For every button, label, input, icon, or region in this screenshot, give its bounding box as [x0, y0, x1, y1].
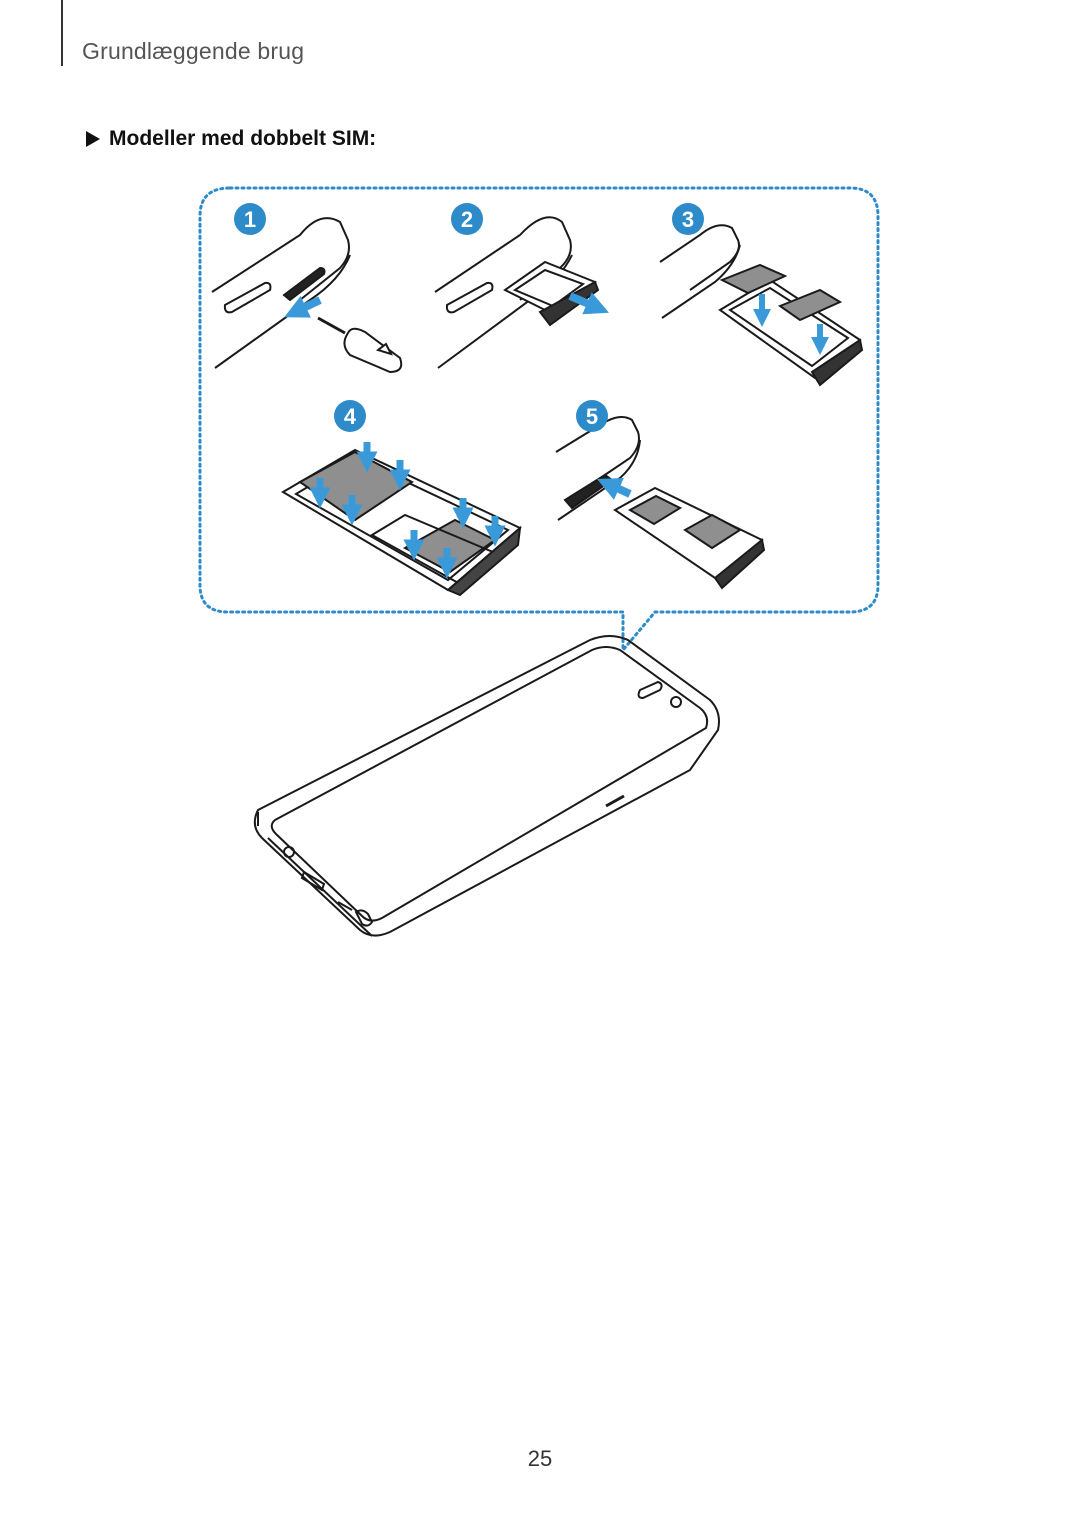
step-number-3: 3 [682, 207, 694, 232]
header-rule [61, 0, 63, 66]
step-number-2: 2 [461, 207, 473, 232]
step-badge-1 [234, 203, 266, 235]
phone-overview [253, 635, 720, 937]
step4-figure [281, 448, 522, 597]
callout-bubble [198, 186, 880, 655]
step5-figure [555, 415, 766, 590]
step-number-4: 4 [344, 404, 357, 429]
step-number-1: 1 [244, 207, 256, 232]
step-number-5: 5 [586, 404, 598, 429]
page-number: 25 [527, 1446, 553, 1471]
step-badge-3 [672, 203, 704, 235]
step-badges: 1 2 3 4 5 [234, 203, 704, 432]
step2-arrow [568, 292, 610, 315]
section-title: Modeller med dobbelt SIM: [109, 127, 377, 150]
chapter-title: Grundlæggende brug [82, 38, 305, 64]
section-heading: Modeller med dobbelt SIM: [86, 127, 376, 151]
step-badge-2 [451, 203, 483, 235]
step4-arrows [309, 442, 506, 579]
step5-arrow [597, 478, 632, 500]
step2-figure [434, 216, 600, 369]
step1-arrow [284, 295, 322, 318]
step1-figure [211, 217, 403, 374]
bullet-triangle-icon [86, 131, 100, 147]
step-badge-5 [576, 400, 608, 432]
step-badge-4 [334, 400, 366, 432]
